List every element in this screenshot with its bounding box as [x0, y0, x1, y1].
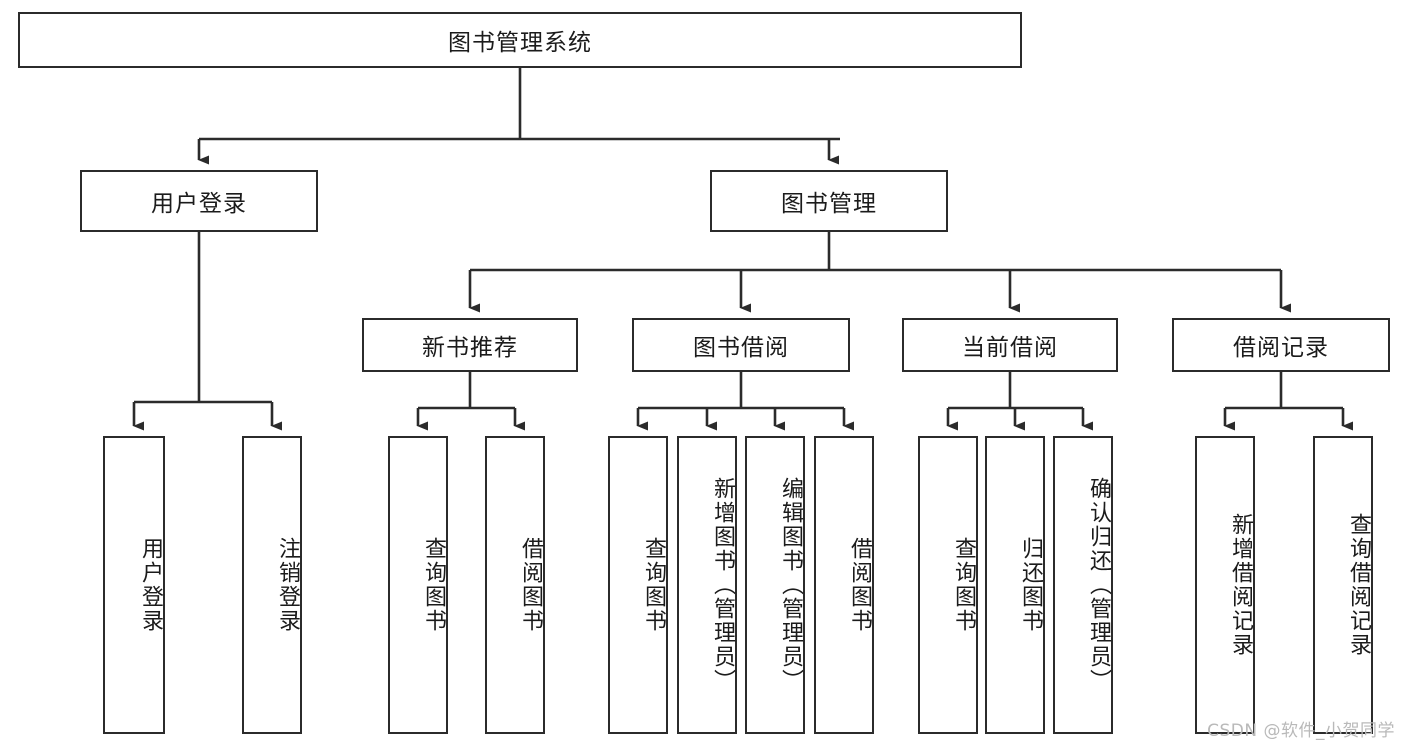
leaf-add-book[interactable]: 新增图书（管理员） [677, 436, 737, 734]
leaf-borrow-book-rec[interactable]: 借阅图书 [485, 436, 545, 734]
node-new-book-rec[interactable]: 新书推荐 [362, 318, 578, 372]
leaf-borrow-book[interactable]: 借阅图书 [814, 436, 874, 734]
leaf-user-login[interactable]: 用户登录 [103, 436, 165, 734]
csdn-watermark: CSDN @软件_小贺同学 [1207, 721, 1395, 741]
node-book-manage[interactable]: 图书管理 [710, 170, 948, 232]
leaf-logout[interactable]: 注销登录 [242, 436, 302, 734]
leaf-add-record[interactable]: 新增借阅记录 [1195, 436, 1255, 734]
leaf-query-book-cur[interactable]: 查询图书 [918, 436, 978, 734]
node-book-borrow[interactable]: 图书借阅 [632, 318, 850, 372]
node-borrow-record[interactable]: 借阅记录 [1172, 318, 1390, 372]
leaf-return-book[interactable]: 归还图书 [985, 436, 1045, 734]
leaf-confirm-return[interactable]: 确认归还（管理员） [1053, 436, 1113, 734]
node-current-borrow[interactable]: 当前借阅 [902, 318, 1118, 372]
leaf-query-book-borrow[interactable]: 查询图书 [608, 436, 668, 734]
leaf-query-book-rec[interactable]: 查询图书 [388, 436, 448, 734]
node-user-login[interactable]: 用户登录 [80, 170, 318, 232]
leaf-query-record[interactable]: 查询借阅记录 [1313, 436, 1373, 734]
node-root[interactable]: 图书管理系统 [18, 12, 1022, 68]
leaf-edit-book[interactable]: 编辑图书（管理员） [745, 436, 805, 734]
